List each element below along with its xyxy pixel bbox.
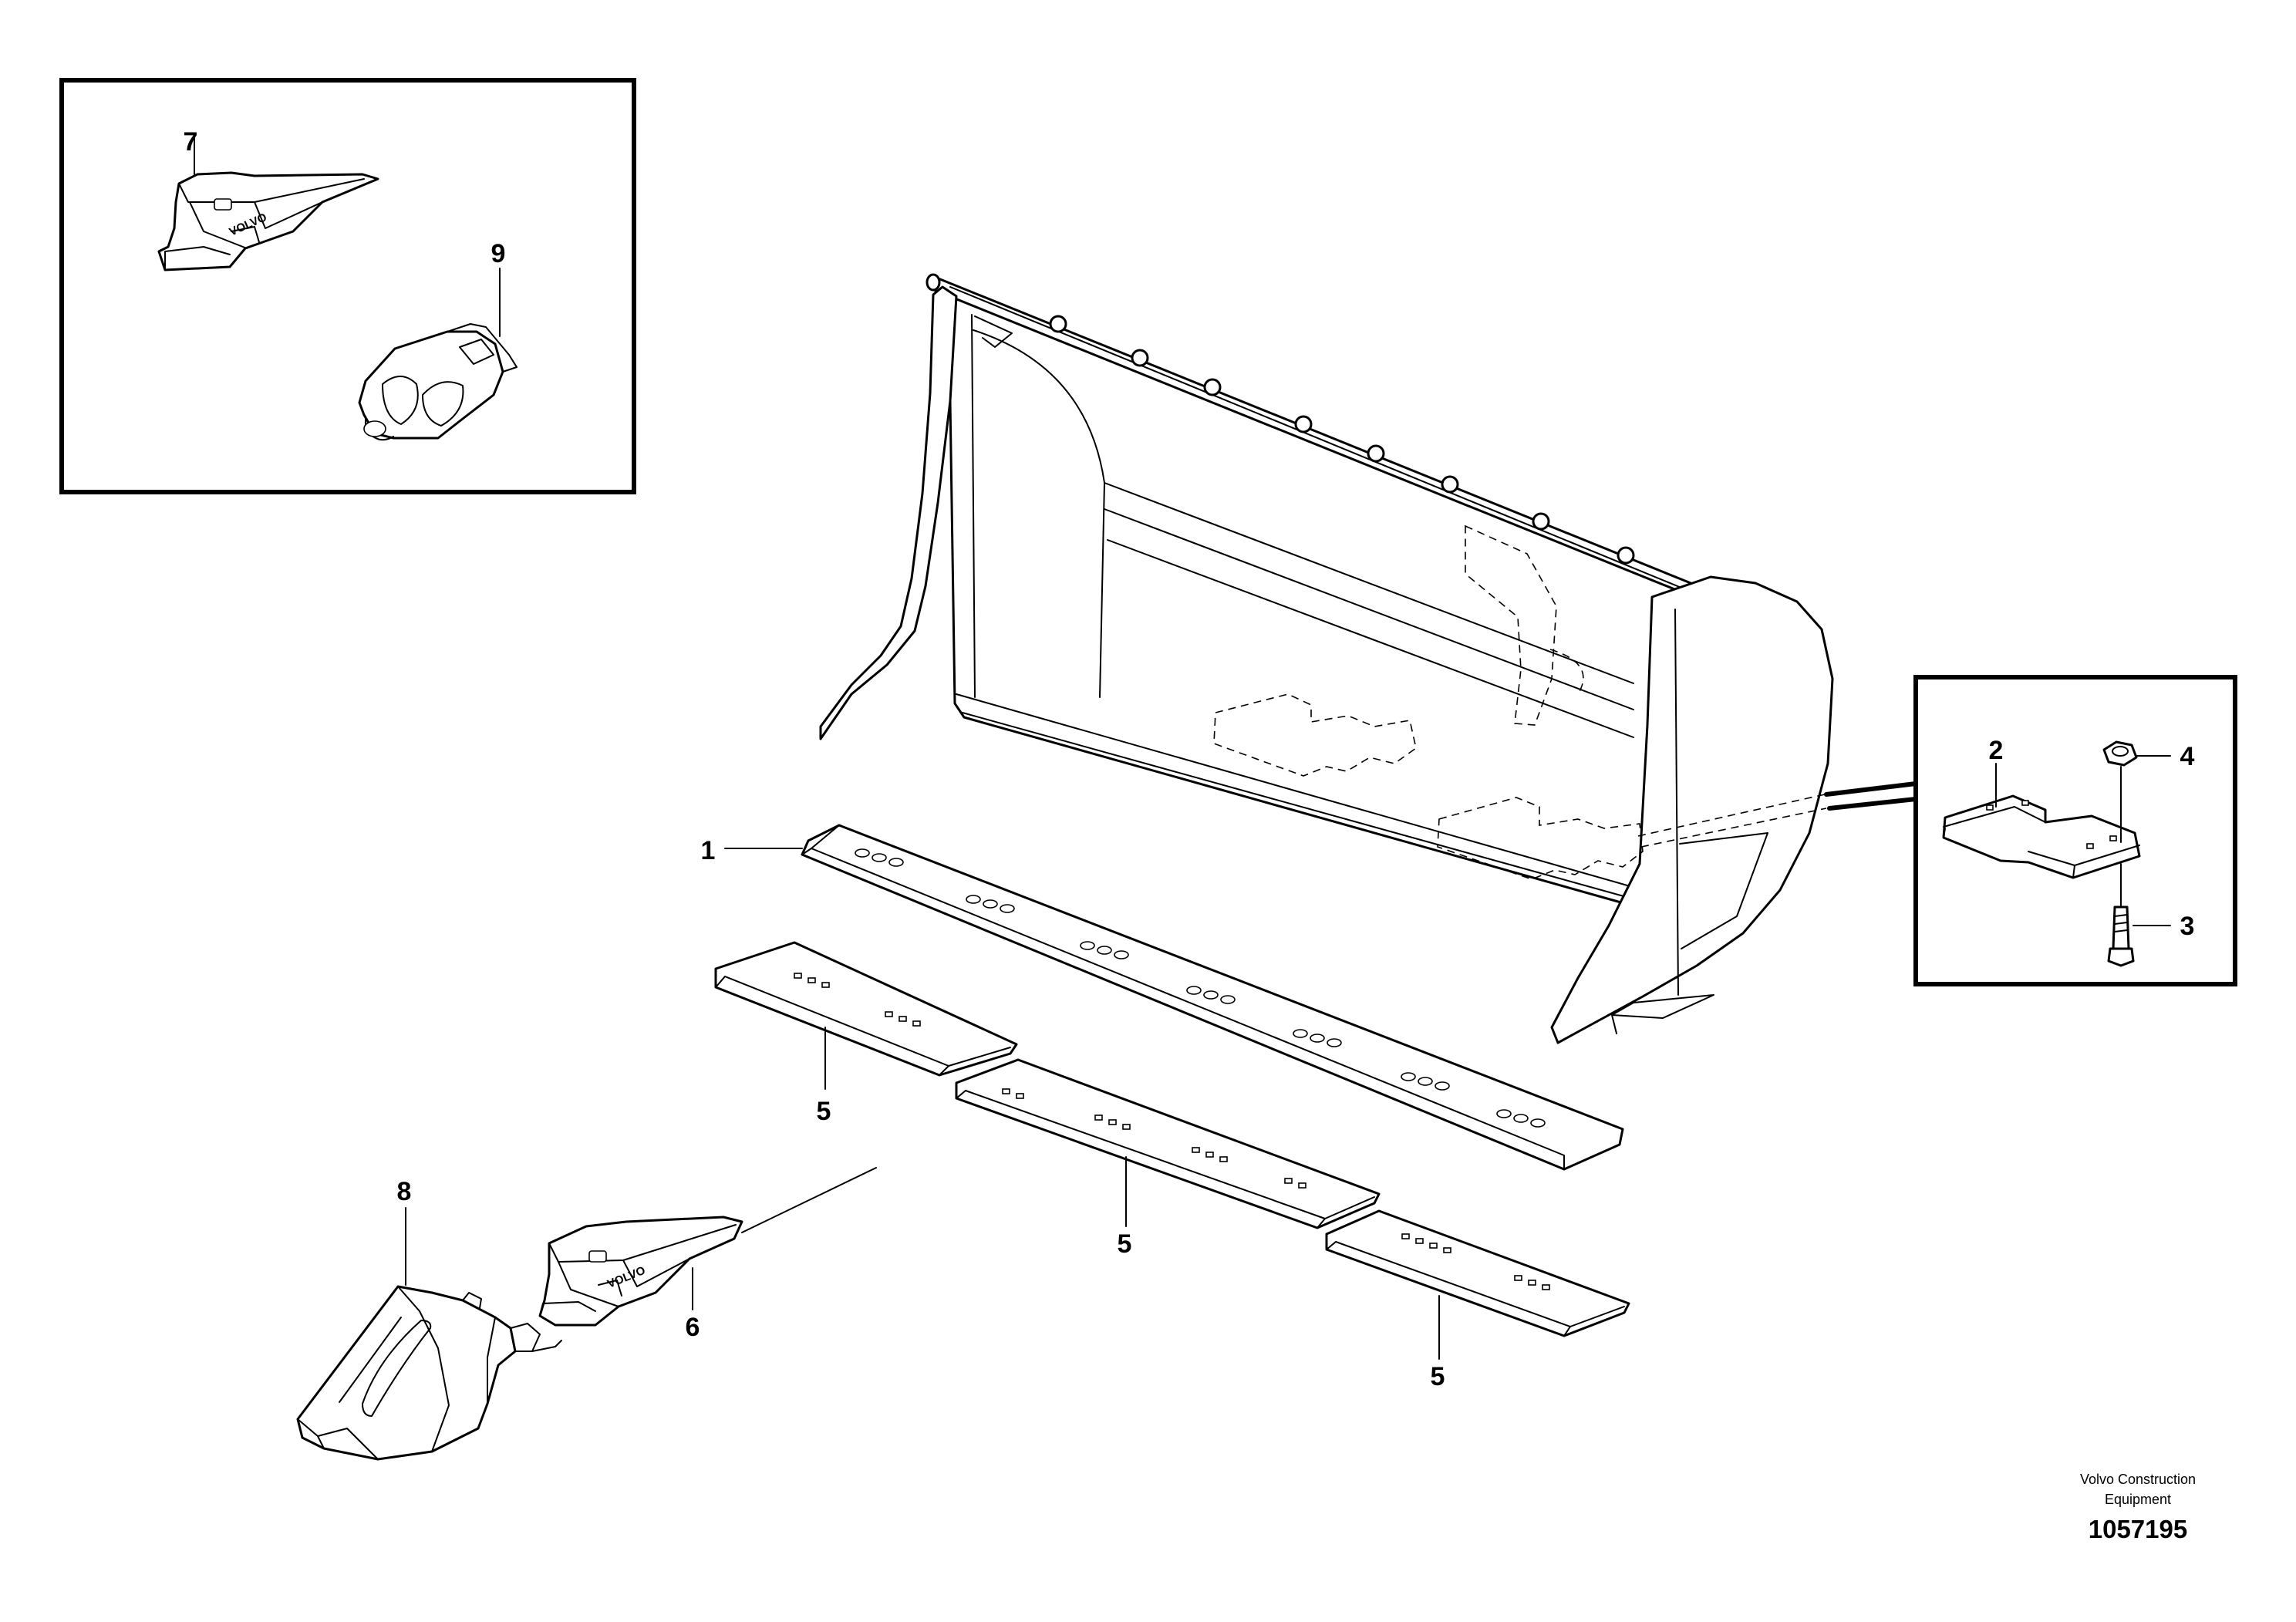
callout-9: 9 bbox=[491, 239, 506, 268]
callout-5c: 5 bbox=[1431, 1362, 1445, 1391]
inset-frame-right bbox=[1913, 675, 2237, 986]
drawing-number: 1057195 bbox=[2089, 1515, 2187, 1543]
credit-company-line2: Equipment bbox=[2105, 1492, 2171, 1507]
callout-5a: 5 bbox=[817, 1097, 831, 1126]
part-8-adapter bbox=[296, 1285, 562, 1461]
part-5-segment-b bbox=[955, 1058, 1381, 1229]
part-2-wear-plate bbox=[1942, 794, 2141, 879]
callout-5b: 5 bbox=[1118, 1229, 1132, 1259]
part-6-tooth: VOLVO bbox=[538, 1216, 743, 1327]
bucket-left-side bbox=[819, 285, 958, 740]
callout-2: 2 bbox=[1989, 736, 2004, 765]
callout-3: 3 bbox=[2180, 912, 2195, 941]
part-9-cover bbox=[358, 323, 518, 441]
part-5-segment-c bbox=[1325, 1209, 1630, 1337]
bucket-body bbox=[819, 273, 1834, 1044]
callout-7: 7 bbox=[184, 127, 198, 157]
inset-wear-plate-detail: 2 4 3 bbox=[1824, 675, 2237, 986]
inset-tooth-detail: VOLVO 7 9 bbox=[59, 78, 636, 494]
tooth-alignment-line bbox=[741, 1167, 877, 1233]
part-5-segment-a bbox=[714, 941, 1018, 1077]
part-3-bolt bbox=[2107, 905, 2135, 967]
inset-pointer-lower bbox=[1827, 797, 1918, 811]
inset-pointer-upper bbox=[1824, 781, 1918, 797]
callout-8: 8 bbox=[397, 1177, 412, 1206]
cutting-edge-bolt-holes bbox=[855, 848, 1546, 1128]
inset-frame-top-left bbox=[59, 78, 636, 494]
part-4-nut bbox=[2102, 740, 2138, 767]
callout-1: 1 bbox=[701, 836, 716, 865]
part-1-cutting-edge bbox=[801, 824, 1624, 1171]
callout-6: 6 bbox=[686, 1313, 700, 1342]
callout-4: 4 bbox=[2180, 742, 2195, 771]
bucket-right-side bbox=[1550, 575, 1834, 1044]
part-7-tooth: VOLVO bbox=[157, 171, 379, 271]
credit-company-line1: Volvo Construction bbox=[2080, 1472, 2196, 1487]
